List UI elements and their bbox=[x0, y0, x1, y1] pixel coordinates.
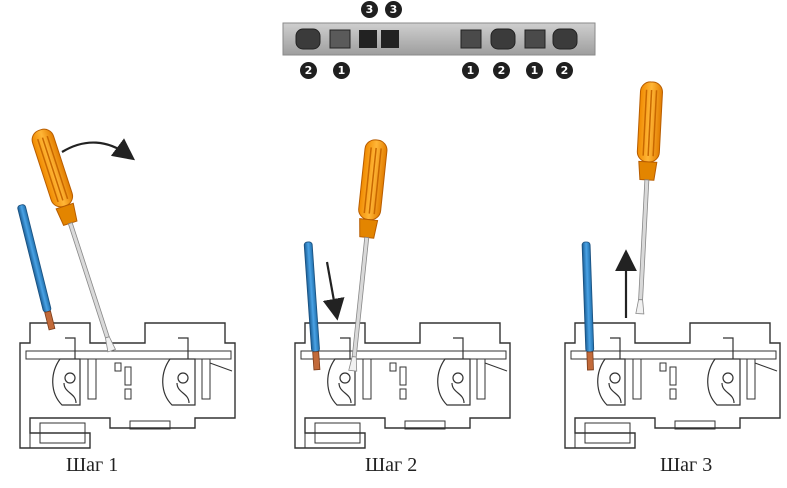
callout-badge: 3 bbox=[385, 1, 402, 18]
terminal-block-icon bbox=[564, 322, 781, 449]
step-1-label: Шаг 1 bbox=[66, 454, 119, 476]
arrow-icon bbox=[61, 138, 136, 161]
callout-badge: 1 bbox=[333, 62, 350, 79]
callout-badge: 3 bbox=[361, 1, 378, 18]
step-3-label: Шаг 3 bbox=[660, 454, 713, 476]
step-1-diagram bbox=[16, 125, 236, 449]
step-3-diagram bbox=[564, 80, 781, 449]
callout-badge: 2 bbox=[556, 62, 573, 79]
callout-badge: 1 bbox=[526, 62, 543, 79]
wire-icon bbox=[16, 203, 57, 331]
screwdriver-icon bbox=[628, 80, 664, 316]
callout-badge: 2 bbox=[300, 62, 317, 79]
step-2-diagram bbox=[294, 138, 511, 449]
terminal-block-icon bbox=[294, 322, 511, 449]
arrow-icon bbox=[322, 261, 345, 321]
terminal-rail bbox=[282, 22, 596, 56]
screwdriver-icon bbox=[28, 125, 123, 355]
step-2-label: Шаг 2 bbox=[365, 454, 418, 476]
callout-badge: 1 bbox=[462, 62, 479, 79]
callout-badge: 2 bbox=[493, 62, 510, 79]
terminal-block-icon bbox=[19, 322, 236, 449]
